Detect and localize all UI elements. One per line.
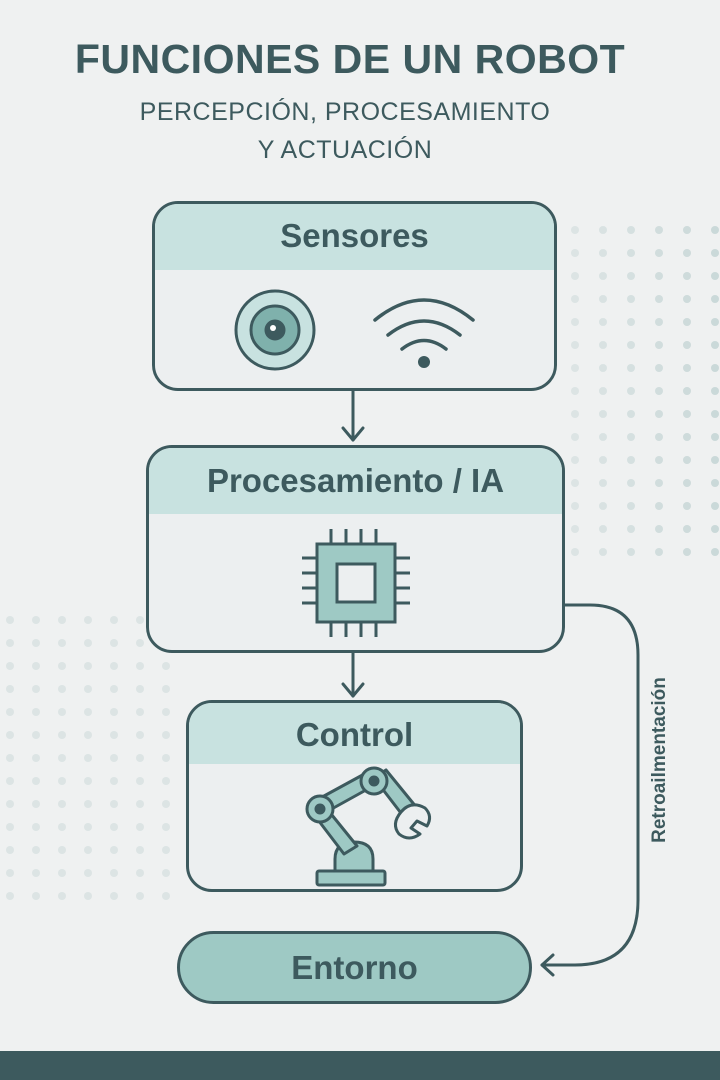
block-title: Control bbox=[189, 703, 520, 764]
wireless-signal-icon bbox=[373, 298, 475, 368]
block-title: Procesamiento / IA bbox=[149, 448, 562, 514]
block-entorno: Entorno bbox=[177, 931, 532, 1004]
page-title: FUNCIONES DE UN ROBOT bbox=[74, 36, 626, 82]
block-title: Sensores bbox=[155, 204, 554, 270]
arrow-sensores-to-procesamiento bbox=[341, 388, 365, 442]
arrow-procesamiento-to-control bbox=[341, 650, 365, 698]
robot-arm-icon bbox=[305, 766, 432, 887]
block-procesamiento: Procesamiento / IA bbox=[146, 445, 565, 653]
camera-lens-icon bbox=[234, 289, 316, 371]
feedback-arrow bbox=[540, 603, 640, 977]
block-control: Control bbox=[186, 700, 523, 892]
cpu-chip-icon bbox=[302, 529, 410, 637]
subtitle-line-2: Y ACTUACIÓN bbox=[257, 136, 433, 164]
subtitle-line-1: PERCEPCIÓN, PROCESAMIENTO bbox=[139, 98, 551, 126]
footer-bar bbox=[0, 1051, 720, 1080]
block-sensores: Sensores bbox=[152, 201, 557, 391]
sensor-icons bbox=[234, 289, 475, 371]
